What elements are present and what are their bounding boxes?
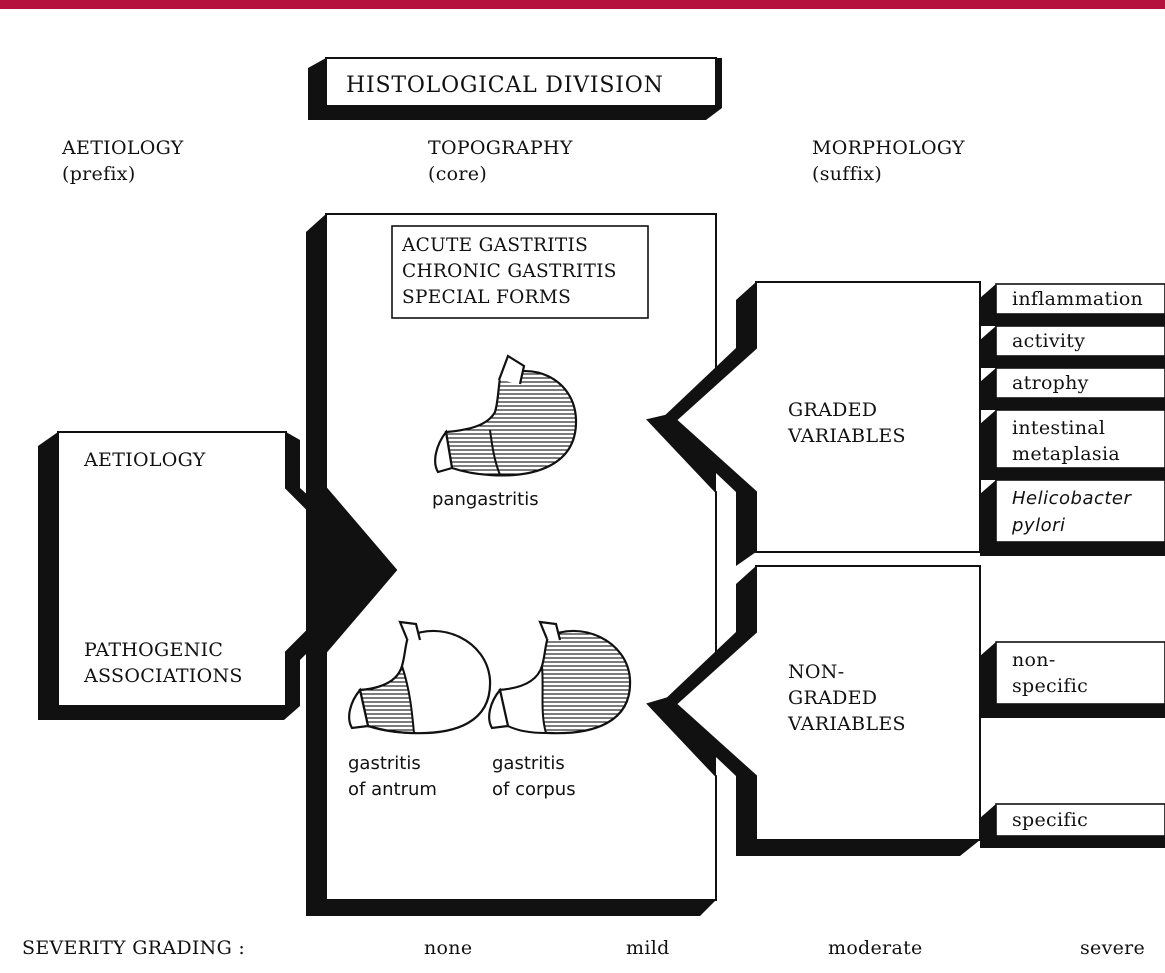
- topography-subheading: (core): [428, 163, 488, 185]
- gastritis-types-box: [391, 225, 649, 319]
- left-box-associations-label: ASSOCIATIONS: [84, 665, 243, 687]
- left-box-aetiology-label: AETIOLOGY: [84, 449, 206, 471]
- morphology-subheading: (suffix): [812, 163, 883, 185]
- type-chronic-gastritis: CHRONIC GASTRITIS: [402, 261, 617, 282]
- stomach-corpus-illustration: [488, 620, 632, 735]
- aetiology-heading: AETIOLOGY: [62, 137, 184, 159]
- morphology-heading: MORPHOLOGY: [812, 137, 965, 159]
- graded-helicobacter-text: Helicobacter: [1012, 488, 1132, 509]
- pangastritis-caption: pangastritis: [432, 489, 539, 510]
- nongraded-nonspecific-line2: specific: [1012, 675, 1089, 697]
- graded-item-inflammation: [980, 283, 1165, 326]
- nongraded-label-line1: NON-: [788, 661, 845, 683]
- left-box-pathogenic-label: PATHOGENIC: [84, 639, 224, 661]
- severity-severe: severe: [1080, 937, 1146, 959]
- antrum-caption-line1: gastritis: [348, 753, 421, 774]
- stomach-antrum-illustration: [348, 620, 492, 735]
- severity-moderate: moderate: [828, 937, 923, 959]
- nongraded-item-nonspecific: [980, 641, 1165, 718]
- type-acute-gastritis: ACUTE GASTRITIS: [402, 235, 589, 256]
- antrum-caption-line2: of antrum: [348, 779, 437, 800]
- non-graded-variables-box: [660, 565, 981, 856]
- nongraded-specific-text: specific: [1012, 809, 1089, 831]
- severity-mild: mild: [626, 937, 670, 959]
- aetiology-box: [38, 431, 390, 720]
- nongraded-label-line2: GRADED: [788, 687, 878, 709]
- graded-pylori-text: pylori: [1012, 515, 1066, 536]
- type-special-forms: SPECIAL FORMS: [402, 287, 572, 308]
- graded-item-helicobacter-pylori: [980, 479, 1165, 556]
- corpus-caption-line2: of corpus: [492, 779, 576, 800]
- aetiology-subheading: (prefix): [62, 163, 136, 185]
- graded-label-line1: GRADED: [788, 399, 878, 421]
- graded-atrophy-text: atrophy: [1012, 372, 1089, 394]
- graded-metaplasia-text: metaplasia: [1012, 443, 1120, 465]
- graded-label-line2: VARIABLES: [788, 425, 906, 447]
- graded-item-atrophy: [980, 367, 1165, 410]
- nongraded-item-specific: [980, 803, 1165, 848]
- graded-activity-text: activity: [1012, 330, 1086, 352]
- diagram-title: HISTOLOGICAL DIVISION: [346, 73, 664, 98]
- graded-variables-box: [660, 281, 981, 566]
- graded-item-intestinal-metaplasia: [980, 409, 1165, 480]
- severity-grading-label: SEVERITY GRADING :: [22, 937, 246, 959]
- stomach-pangastritis-illustration: [434, 354, 578, 477]
- title-box: [308, 57, 722, 120]
- corpus-caption-line1: gastritis: [492, 753, 565, 774]
- topography-box: [306, 213, 717, 916]
- graded-intestinal-text: intestinal: [1012, 417, 1106, 439]
- nongraded-nonspecific-line1: non-: [1012, 649, 1056, 671]
- nongraded-label-line3: VARIABLES: [788, 713, 906, 735]
- accent-bar: [0, 0, 1165, 9]
- graded-inflammation-text: inflammation: [1012, 288, 1144, 310]
- topography-heading: TOPOGRAPHY: [428, 137, 573, 159]
- graded-item-activity: [980, 325, 1165, 368]
- severity-none: none: [424, 937, 473, 959]
